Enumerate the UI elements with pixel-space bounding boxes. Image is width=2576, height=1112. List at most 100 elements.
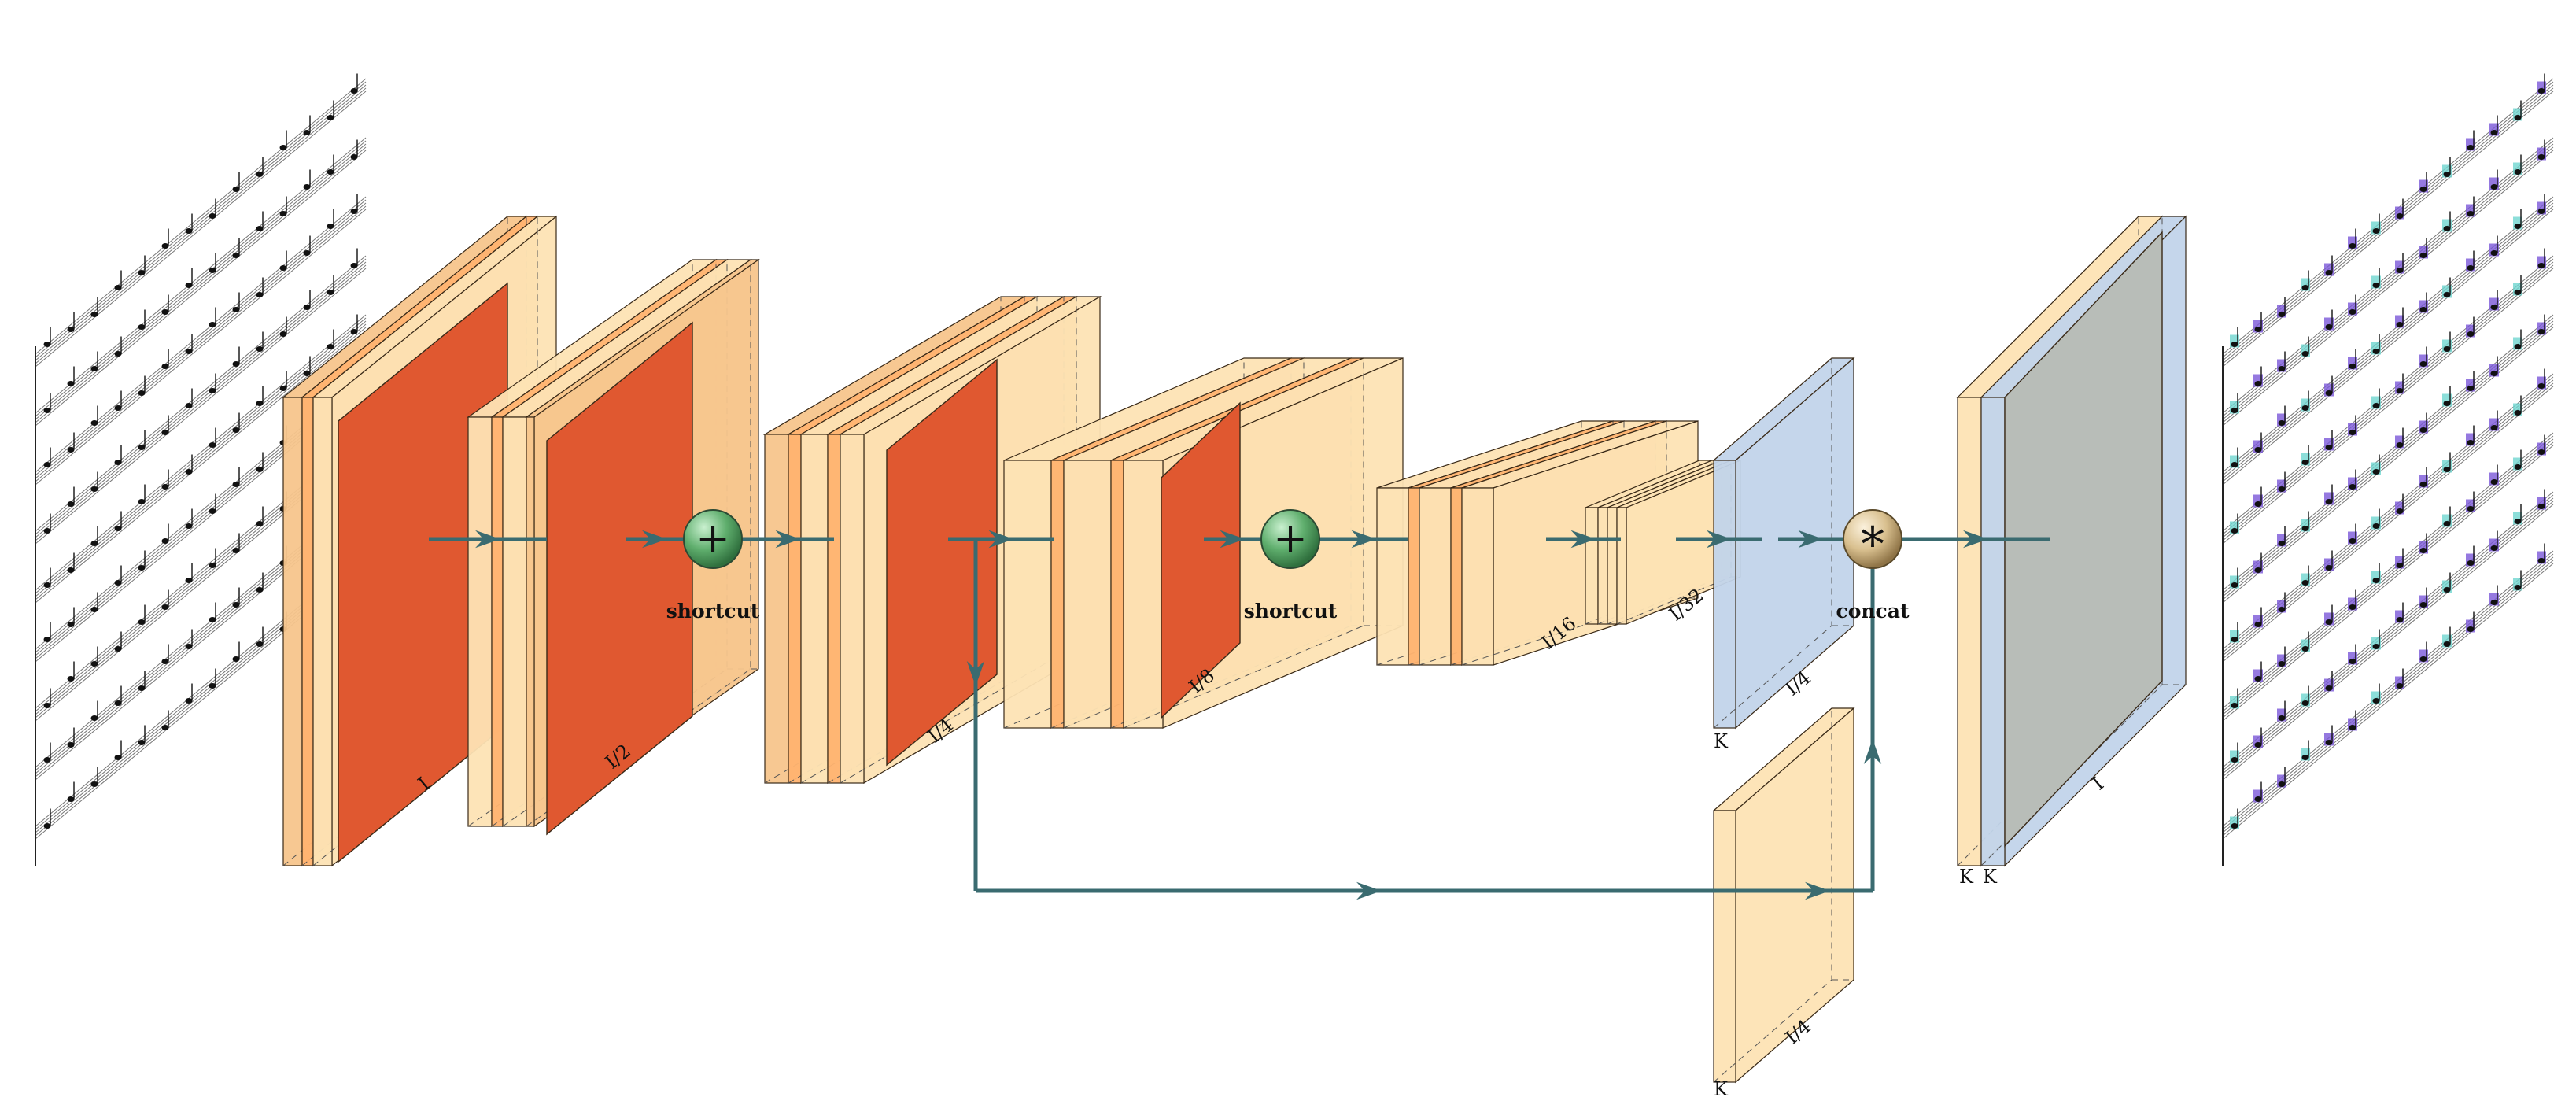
input-sheet-note-5-7 bbox=[209, 508, 216, 514]
output-sheet-note-4-11 bbox=[2490, 371, 2498, 376]
output-sheet-staff-2-line-4 bbox=[2222, 209, 2554, 486]
input-sheet-note-7-6 bbox=[185, 644, 193, 649]
output-sheet-note-6-6 bbox=[2372, 578, 2380, 583]
input-sheet-note-8-6 bbox=[185, 698, 193, 704]
input-sheet-note-8-8 bbox=[232, 656, 240, 662]
output-sheet-note-4-0 bbox=[2231, 582, 2238, 588]
output-sheet-note-4-2 bbox=[2278, 541, 2286, 546]
output-sheet-note-0-13 bbox=[2537, 88, 2545, 94]
output-sheet-staff-8-line-2 bbox=[2222, 556, 2554, 833]
output-sheet-note-5-9 bbox=[2443, 467, 2451, 472]
input-sheet-note-1-4 bbox=[138, 324, 146, 330]
output-sheet-note-3-10 bbox=[2467, 331, 2475, 337]
output-sheet-note-3-6 bbox=[2372, 403, 2380, 408]
input-sheet-note-5-5 bbox=[161, 538, 169, 544]
output-sheet-note-5-8 bbox=[2419, 482, 2427, 487]
input-sheet-note-4-9 bbox=[256, 401, 264, 406]
output-sheet-note-8-9 bbox=[2443, 641, 2451, 647]
output-sheet-staff-0-line-3 bbox=[2222, 87, 2554, 364]
arrow-sum2-b5-head bbox=[1351, 530, 1377, 549]
block2-slab-2-front bbox=[502, 416, 527, 827]
input-sheet-note-6-7 bbox=[209, 563, 216, 568]
block4-slab-3-front bbox=[1110, 460, 1124, 729]
input-sheet-note-1-1 bbox=[67, 381, 75, 386]
block5-slab-3-front bbox=[1450, 487, 1463, 666]
output-sheet-note-7-7 bbox=[2396, 617, 2404, 622]
output-sheet-note-2-9 bbox=[2443, 292, 2451, 297]
output-sheet-note-1-4 bbox=[2325, 324, 2333, 330]
block6-slab-2-front bbox=[1607, 507, 1618, 625]
input-sheet-note-7-3 bbox=[114, 700, 122, 706]
input-sheet-note-4-5 bbox=[161, 484, 169, 490]
output-sheet-note-1-3 bbox=[2301, 351, 2309, 357]
output-sheet-note-4-4 bbox=[2325, 499, 2333, 504]
block3-slab-2-front bbox=[800, 434, 829, 784]
output-sheet-note-7-2 bbox=[2278, 715, 2286, 721]
input-sheet-note-5-1 bbox=[67, 622, 75, 627]
output-sheet-note-3-11 bbox=[2490, 305, 2498, 310]
output-sheet-note-7-5 bbox=[2349, 659, 2356, 664]
output-sheet-note-7-12 bbox=[2514, 519, 2522, 524]
skip-bottom-head bbox=[1356, 881, 1382, 900]
output-sheet-note-2-6 bbox=[2372, 349, 2380, 354]
arrow-concat-output-head bbox=[1963, 530, 1988, 549]
output-sheet-note-6-11 bbox=[2490, 479, 2498, 485]
input-sheet-note-5-3 bbox=[114, 580, 122, 586]
input-sheet-note-0-7 bbox=[209, 213, 216, 219]
output-sheet-note-8-4 bbox=[2325, 740, 2333, 745]
input-sheet-note-0-9 bbox=[256, 172, 264, 177]
output-sheet-note-0-6 bbox=[2372, 228, 2380, 234]
input-sheet-staff-4-line-1 bbox=[35, 317, 367, 594]
input-sheet-note-2-5 bbox=[161, 364, 169, 369]
input-sheet-note-0-6 bbox=[185, 228, 193, 234]
output-sheet-staff-5-line-3 bbox=[2222, 382, 2554, 659]
input-sheet-note-1-12 bbox=[327, 169, 334, 175]
output-sheet-note-5-12 bbox=[2514, 410, 2522, 416]
input-sheet-note-5-9 bbox=[256, 467, 264, 472]
input-sheet-note-4-10 bbox=[279, 386, 287, 391]
input-sheet-note-4-1 bbox=[67, 567, 75, 573]
output-sheet-staff-6-line-4 bbox=[2222, 445, 2554, 722]
output-sheet-note-2-13 bbox=[2537, 209, 2545, 214]
blue-panel bbox=[1712, 357, 1855, 730]
output-sheet-note-3-13 bbox=[2537, 263, 2545, 268]
output-sheet-note-7-6 bbox=[2372, 644, 2380, 649]
output-sheet-note-2-7 bbox=[2396, 322, 2404, 327]
input-sheet-note-0-1 bbox=[67, 327, 75, 332]
input-sheet-note-5-0 bbox=[43, 637, 51, 642]
arrow-b5-b6-head bbox=[1570, 530, 1596, 549]
output-sheet-staff-7-line-4 bbox=[2222, 504, 2554, 781]
input-sheet-note-6-0 bbox=[43, 703, 51, 708]
shortcut-node-1: + bbox=[683, 509, 743, 569]
input-sheet-note-6-3 bbox=[114, 646, 122, 652]
output-sheet-note-2-3 bbox=[2301, 405, 2309, 411]
arrow-b3-b4-head bbox=[988, 530, 1014, 549]
block2-slab-1-front bbox=[491, 416, 504, 827]
output-sheet-note-7-0 bbox=[2231, 757, 2238, 763]
asterisk-icon: * bbox=[1861, 517, 1884, 572]
output-sheet-note-1-6 bbox=[2372, 283, 2380, 288]
output-sheet-note-7-9 bbox=[2443, 587, 2451, 593]
output-sheet-note-0-7 bbox=[2396, 213, 2404, 219]
skip-into-panel-head bbox=[1805, 881, 1830, 900]
output-sheet-staff-7-line-3 bbox=[2222, 501, 2554, 778]
input-sheet-note-3-8 bbox=[232, 361, 240, 367]
block2-pool-plane bbox=[546, 321, 693, 836]
input-sheet-staff-3-line-2 bbox=[35, 261, 367, 538]
input-sheet-note-0-11 bbox=[303, 130, 311, 135]
output-sheet-note-7-11 bbox=[2490, 545, 2498, 551]
input-sheet-note-8-3 bbox=[114, 755, 122, 760]
output-sheet-note-8-3 bbox=[2301, 755, 2309, 760]
output-sheet-note-6-7 bbox=[2396, 563, 2404, 568]
output-sheet-note-8-2 bbox=[2278, 781, 2286, 787]
concat-node: * bbox=[1843, 509, 1902, 572]
block1-slab-0-front bbox=[282, 397, 303, 866]
block3-slab-0-front bbox=[764, 434, 789, 784]
input-sheet-note-0-4 bbox=[138, 270, 146, 275]
output-sheet-note-0-11 bbox=[2490, 130, 2498, 135]
input-sheet-note-2-3 bbox=[114, 405, 122, 411]
block4-slab-4-front bbox=[1123, 460, 1164, 729]
output-sheet-note-0-12 bbox=[2514, 115, 2522, 120]
input-sheet-note-7-7 bbox=[209, 617, 216, 622]
input-sheet-note-2-7 bbox=[209, 322, 216, 327]
